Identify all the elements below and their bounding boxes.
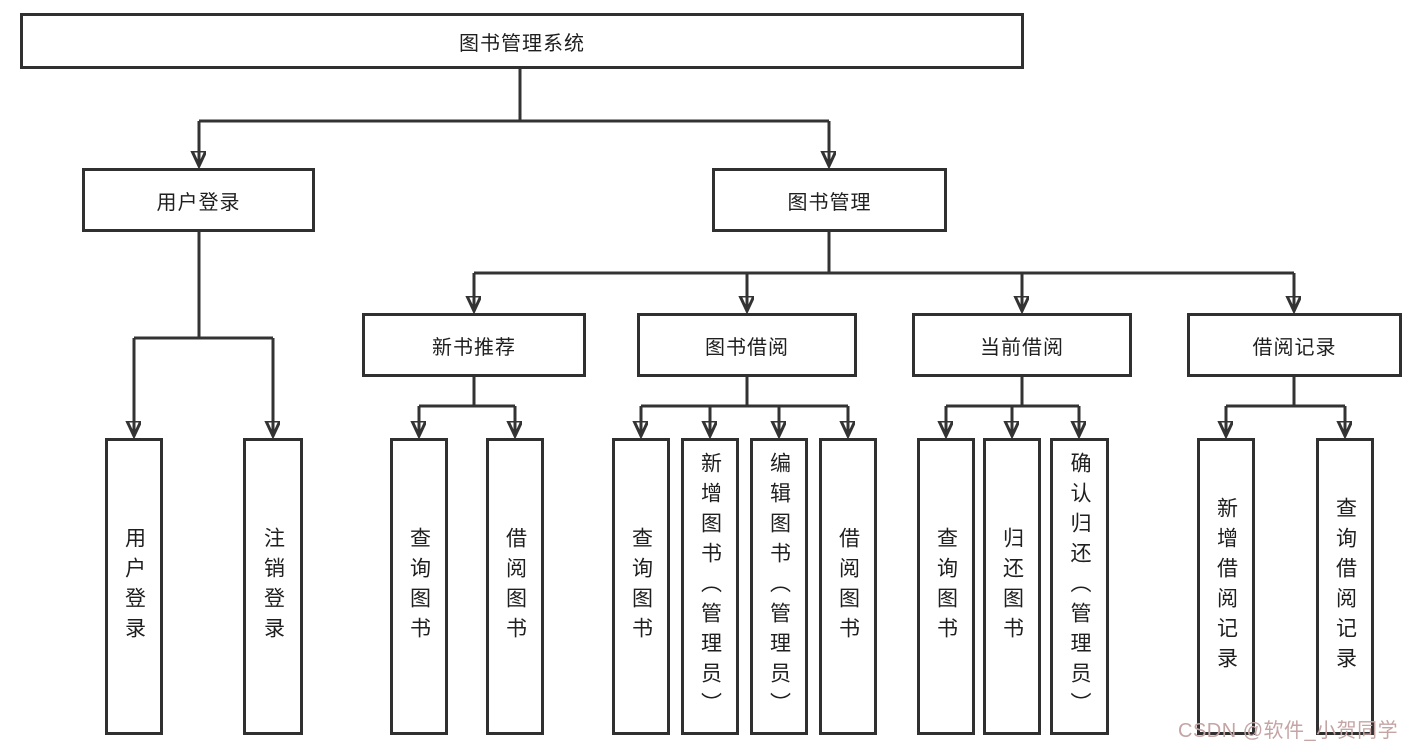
connector-user-login (134, 232, 273, 436)
leaf-logout: 注销登录 (243, 438, 303, 735)
leaf-confirm-return-admin: 确认归还（管理员） (1050, 438, 1109, 735)
node-label: 当前借阅 (980, 336, 1064, 359)
connector-root (199, 69, 829, 166)
node-label: 新书推荐 (432, 336, 516, 359)
leaf-borrow-books: 借阅图书 (819, 438, 877, 735)
node-label: 注销登录 (261, 526, 285, 647)
node-label: 查询图书 (934, 526, 958, 647)
leaf-add-books-admin: 新增图书（管理员） (681, 438, 739, 735)
node-label: 查询图书 (629, 526, 653, 647)
node-label: 归还图书 (1000, 526, 1024, 647)
node-label: 确认归还（管理员） (1068, 451, 1091, 722)
node-label: 用户登录 (156, 191, 241, 214)
node-label: 借阅图书 (836, 526, 860, 647)
node-label: 编辑图书（管理员） (767, 451, 791, 722)
leaf-user-login: 用户登录 (105, 438, 163, 735)
leaf-borrow-books-recommend: 借阅图书 (486, 438, 544, 735)
node-book-borrow: 图书借阅 (637, 313, 857, 377)
node-label: 图书借阅 (705, 336, 789, 359)
leaf-add-borrow-record: 新增借阅记录 (1197, 438, 1255, 735)
leaf-query-books-recommend: 查询图书 (390, 438, 448, 735)
node-user-login: 用户登录 (82, 168, 315, 232)
connector-book-mgmt (474, 232, 1294, 311)
leaf-query-books-borrow: 查询图书 (612, 438, 670, 735)
connector-borrow-records (1226, 377, 1345, 436)
node-label: 图书管理系统 (459, 32, 585, 55)
leaf-query-borrow-record: 查询借阅记录 (1316, 438, 1374, 735)
connector-new-book-recommend (419, 377, 515, 436)
node-label: 借阅图书 (503, 526, 527, 647)
node-library-management-system: 图书管理系统 (20, 13, 1024, 69)
connector-current-borrow (946, 377, 1079, 436)
node-book-management: 图书管理 (712, 168, 947, 232)
node-borrow-records: 借阅记录 (1187, 313, 1402, 377)
node-label: 图书管理 (787, 191, 872, 214)
node-label: 查询借阅记录 (1333, 496, 1357, 677)
leaf-return-books: 归还图书 (983, 438, 1041, 735)
node-label: 用户登录 (122, 526, 146, 647)
node-label: 新增图书（管理员） (698, 451, 722, 722)
connector-book-borrow (641, 377, 848, 436)
node-new-book-recommend: 新书推荐 (362, 313, 586, 377)
leaf-query-books-current: 查询图书 (917, 438, 975, 735)
node-label: 借阅记录 (1252, 336, 1337, 359)
node-label: 新增借阅记录 (1214, 496, 1238, 677)
csdn-watermark: CSDN @软件_小贺同学 (1178, 720, 1399, 742)
node-label: 查询图书 (407, 526, 431, 647)
leaf-edit-books-admin: 编辑图书（管理员） (750, 438, 808, 735)
node-current-borrow: 当前借阅 (912, 313, 1132, 377)
